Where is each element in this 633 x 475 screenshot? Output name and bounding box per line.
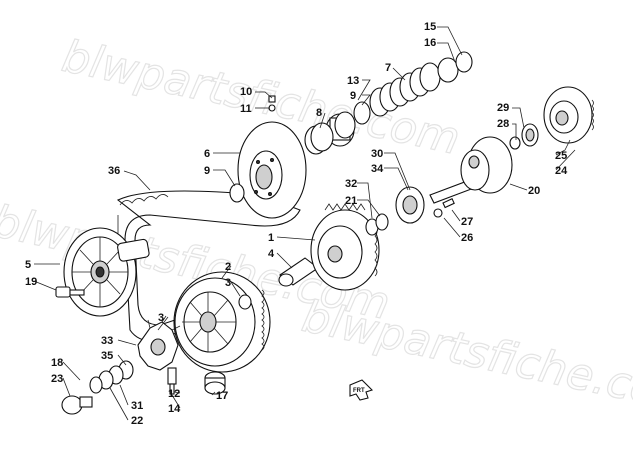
- callout-labels: 15 16 7 13 9 10 11 8 29 28 6 9 30 34 25 …: [25, 21, 568, 427]
- washer-stack: [89, 360, 134, 394]
- callout-2: 2: [225, 261, 231, 273]
- fixed-sheave: [237, 121, 307, 219]
- callout-21: 21: [345, 195, 357, 207]
- callout-8: 8: [316, 107, 322, 119]
- callout-5: 5: [25, 259, 31, 271]
- callout-3-lower: 3: [158, 312, 164, 324]
- callout-9-upper: 9: [350, 90, 356, 102]
- bolt-19: [55, 286, 85, 298]
- callout-24: 24: [555, 165, 568, 177]
- movable-sheave-left: [63, 227, 150, 317]
- callout-9-lower: 9: [204, 165, 210, 177]
- callout-30: 30: [371, 148, 383, 160]
- bearing-15: [437, 51, 473, 83]
- ring-3-upper: [238, 294, 252, 310]
- callout-14: 14: [168, 403, 181, 415]
- callout-11: 11: [240, 103, 252, 115]
- callout-26: 26: [461, 232, 473, 244]
- callout-34: 34: [371, 163, 384, 175]
- callout-36: 36: [108, 165, 120, 177]
- callout-17: 17: [216, 390, 228, 402]
- callout-13: 13: [347, 75, 359, 87]
- leader-lines: [33, 26, 576, 421]
- rings-32-21: [365, 213, 389, 236]
- callout-25: 25: [555, 150, 567, 162]
- callout-20: 20: [528, 185, 540, 197]
- callout-10: 10: [240, 86, 252, 98]
- pin-12: [167, 367, 177, 395]
- callout-4: 4: [268, 248, 275, 260]
- callout-7: 7: [385, 62, 391, 74]
- screw-27: [433, 198, 455, 218]
- callout-31: 31: [131, 400, 143, 412]
- rings-8: [304, 122, 334, 155]
- callout-35: 35: [101, 350, 113, 362]
- ring-9-upper: [353, 101, 371, 125]
- callout-3-upper: 3: [225, 277, 231, 289]
- front-direction-marker: FRT: [349, 379, 374, 401]
- callout-32: 32: [345, 178, 357, 190]
- callout-19: 19: [25, 276, 37, 288]
- clutch-housing: [173, 271, 271, 373]
- bearing-29: [509, 123, 539, 150]
- hub-shaft-20: [429, 136, 513, 204]
- callout-23: 23: [51, 373, 63, 385]
- callout-1: 1: [268, 232, 274, 244]
- movable-sheave: [310, 203, 380, 291]
- callout-27: 27: [461, 216, 473, 228]
- bushing-17: [204, 371, 226, 395]
- callout-28: 28: [497, 118, 509, 130]
- callout-16: 16: [424, 37, 436, 49]
- spring-7: [369, 62, 441, 117]
- callout-18: 18: [51, 357, 63, 369]
- gear-25: [543, 86, 594, 144]
- callout-15: 15: [424, 21, 436, 33]
- callout-6: 6: [204, 148, 210, 160]
- callout-22: 22: [131, 415, 143, 427]
- spider-assembly: [137, 315, 181, 371]
- direction-marker-label: FRT: [353, 388, 365, 394]
- end-cap: [61, 395, 93, 415]
- bearing-30: [395, 186, 425, 224]
- callout-12: 12: [168, 388, 180, 400]
- ring-9-lower: [229, 183, 245, 203]
- callout-33: 33: [101, 335, 113, 347]
- callout-29: 29: [497, 102, 509, 114]
